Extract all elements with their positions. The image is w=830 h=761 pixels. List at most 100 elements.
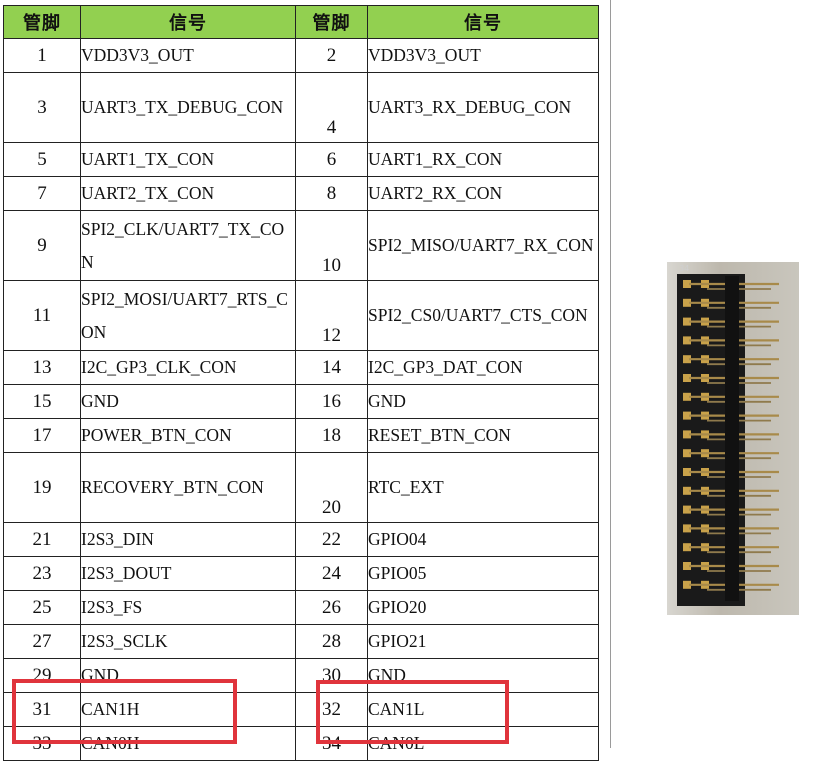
signal-name-right: RTC_EXT	[367, 452, 599, 523]
signal-name-left: UART2_TX_CON	[80, 176, 296, 211]
signal-name-right: UART2_RX_CON	[367, 176, 599, 211]
pin-number-left: 3	[3, 72, 81, 143]
signal-name-left: I2S3_SCLK	[80, 624, 296, 659]
signal-name-right: UART1_RX_CON	[367, 142, 599, 177]
pin-number-right: 26	[295, 590, 368, 625]
pin-number-left: 5	[3, 142, 81, 177]
signal-name-left: I2S3_FS	[80, 590, 296, 625]
signal-name-left: SPI2_CLK/UART7_TX_CON	[80, 210, 296, 281]
signal-name-left: GND	[80, 384, 296, 419]
solder-pad	[683, 336, 691, 345]
pin-number-right: 20	[295, 452, 368, 523]
pin-number-right: 14	[295, 350, 368, 385]
signal-name-left: UART1_TX_CON	[80, 142, 296, 177]
pin-number-left: 17	[3, 418, 81, 453]
pin-number-left: 11	[3, 280, 81, 351]
pin-number-right: 16	[295, 384, 368, 419]
signal-name-right: RESET_BTN_CON	[367, 418, 599, 453]
signal-name-right: SPI2_CS0/UART7_CTS_CON	[367, 280, 599, 351]
signal-name-right: GPIO20	[367, 590, 599, 625]
header-signal-right: 信号	[367, 5, 599, 39]
signal-name-right: GPIO04	[367, 522, 599, 557]
signal-name-left: SPI2_MOSI/UART7_RTS_CON	[80, 280, 296, 351]
solder-pad	[683, 468, 691, 476]
pin-number-left: 13	[3, 350, 81, 385]
pin-number-left: 19	[3, 452, 81, 523]
solder-pad	[683, 280, 691, 288]
header-pin-left: 管脚	[3, 5, 81, 39]
signal-name-right: GND	[367, 384, 599, 419]
signal-name-right: GPIO05	[367, 556, 599, 591]
pin-number-right: 28	[295, 624, 368, 659]
pin-number-right: 6	[295, 142, 368, 177]
signal-name-right: UART3_RX_DEBUG_CON	[367, 72, 599, 143]
pin-number-right: 12	[295, 280, 368, 351]
signal-name-left: UART3_TX_DEBUG_CON	[80, 72, 296, 143]
header-pins-graphic	[683, 276, 779, 601]
solder-pad	[683, 449, 691, 458]
solder-pad	[683, 374, 691, 382]
solder-pad	[683, 298, 691, 307]
solder-pad	[683, 355, 691, 364]
solder-pad	[683, 562, 691, 570]
solder-pad	[683, 524, 691, 533]
pin-number-left: 9	[3, 210, 81, 281]
signal-name-left: RECOVERY_BTN_CON	[80, 452, 296, 523]
signal-name-right: CAN1L	[367, 692, 599, 727]
pin-number-left: 1	[3, 38, 81, 73]
solder-pad	[683, 543, 691, 552]
solder-pad	[683, 505, 691, 514]
pin-number-left: 7	[3, 176, 81, 211]
signal-name-left: POWER_BTN_CON	[80, 418, 296, 453]
header-signal-left: 信号	[80, 5, 296, 39]
solder-pad	[683, 486, 691, 495]
pin-number-left: 23	[3, 556, 81, 591]
table-header-row: 管脚 信号 管脚 信号	[3, 5, 599, 39]
pin-number-left: 15	[3, 384, 81, 419]
solder-pad	[683, 317, 691, 326]
solder-pad	[683, 411, 691, 420]
highlight-box-can-right	[316, 680, 509, 744]
header-pin-right: 管脚	[295, 5, 368, 39]
signal-name-right: GPIO21	[367, 624, 599, 659]
signal-name-right: GND	[367, 658, 599, 693]
pin-number-left: 25	[3, 590, 81, 625]
solder-pad	[683, 430, 691, 439]
solder-pad	[683, 580, 691, 589]
pin-number-right: 2	[295, 38, 368, 73]
pin-header-housing	[725, 276, 739, 601]
signal-name-left: I2C_GP3_CLK_CON	[80, 350, 296, 385]
pin-number-right: 10	[295, 210, 368, 281]
page-divider-line	[610, 0, 611, 748]
signal-name-left: CAN1H	[80, 692, 296, 727]
pin-number-right: 24	[295, 556, 368, 591]
signal-name-right: I2C_GP3_DAT_CON	[367, 350, 599, 385]
signal-name-left: VDD3V3_OUT	[80, 38, 296, 73]
pin-34-label: 34	[679, 264, 690, 273]
signal-name-left: I2S3_DOUT	[80, 556, 296, 591]
pin-number-right: 18	[295, 418, 368, 453]
pin-number-left: 21	[3, 522, 81, 557]
pin-number-right: 22	[295, 522, 368, 557]
signal-name-right: SPI2_MISO/UART7_RX_CON	[367, 210, 599, 281]
signal-name-left: I2S3_DIN	[80, 522, 296, 557]
pin-number-left: 27	[3, 624, 81, 659]
signal-name-left: GND	[80, 658, 296, 693]
highlight-box-can-left	[12, 679, 237, 744]
pin-number-right: 32	[295, 692, 368, 727]
